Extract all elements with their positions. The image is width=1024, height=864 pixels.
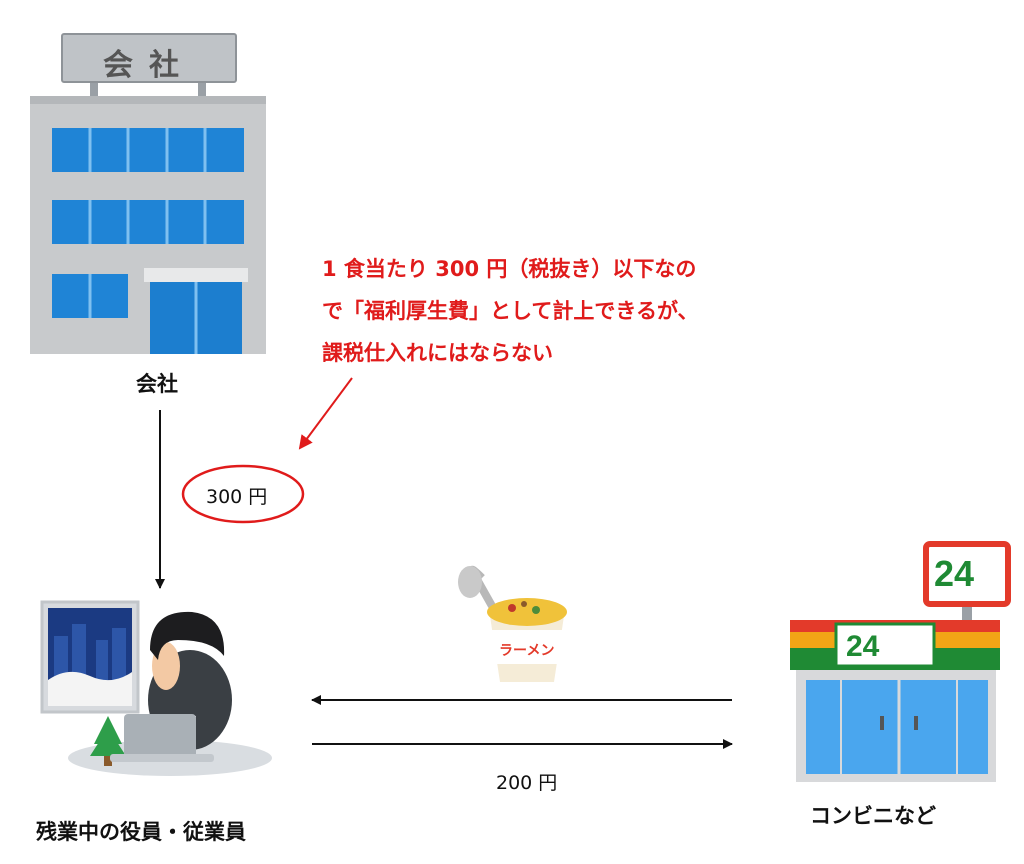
christmas-tree-icon xyxy=(90,716,126,766)
store-sign-top: 24 xyxy=(934,553,975,594)
note-pointer-arrow xyxy=(298,377,353,450)
tax-note-line: 1 食当たり 300 円（税抜き）以下なの xyxy=(322,257,697,281)
tax-note-line: で「福利厚生費」として計上できるが、 xyxy=(322,299,699,323)
store-label: コンビニなど xyxy=(810,804,936,828)
cup-ramen-icon xyxy=(458,565,567,682)
office-worker-icon xyxy=(40,600,272,776)
amount-highlight-ellipse xyxy=(181,464,305,524)
cup-ramen-label: ラーメン xyxy=(499,643,555,659)
tax-note-line: 課税仕入れにはならない xyxy=(322,341,553,365)
worker-label: 残業中の役員・従業員 xyxy=(36,820,246,844)
tax-note: 1 食当たり 300 円（税抜き）以下なの で「福利厚生費」として計上できるが、… xyxy=(322,248,782,374)
store-sign-awning: 24 xyxy=(846,630,880,663)
company-payment-amount: 300 円 xyxy=(206,486,268,508)
company-sign: 会社 xyxy=(103,48,195,83)
convenience-store-icon xyxy=(790,541,1011,782)
company-label: 会社 xyxy=(136,372,178,396)
company-building-icon xyxy=(30,33,266,354)
store-payment-amount: 200 円 xyxy=(496,772,558,794)
